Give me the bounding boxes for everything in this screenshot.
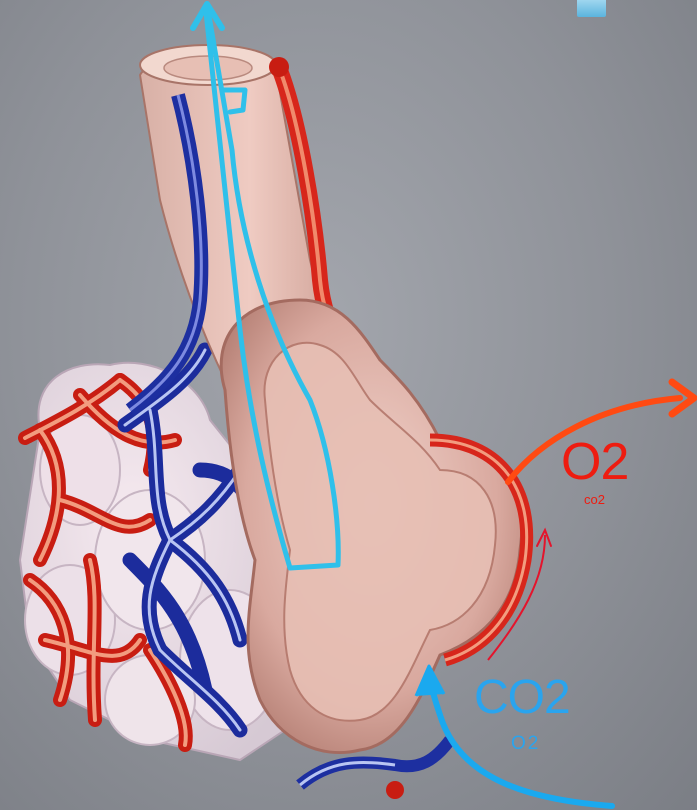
exhaled-gas-label: O2 bbox=[561, 436, 628, 488]
exhaled-gas-sublabel: co2 bbox=[584, 493, 605, 506]
inhaled-gas-label: CO2 bbox=[474, 674, 570, 722]
tab-marker-icon bbox=[577, 0, 606, 17]
inhaled-gas-sublabel: O2 bbox=[511, 734, 540, 753]
